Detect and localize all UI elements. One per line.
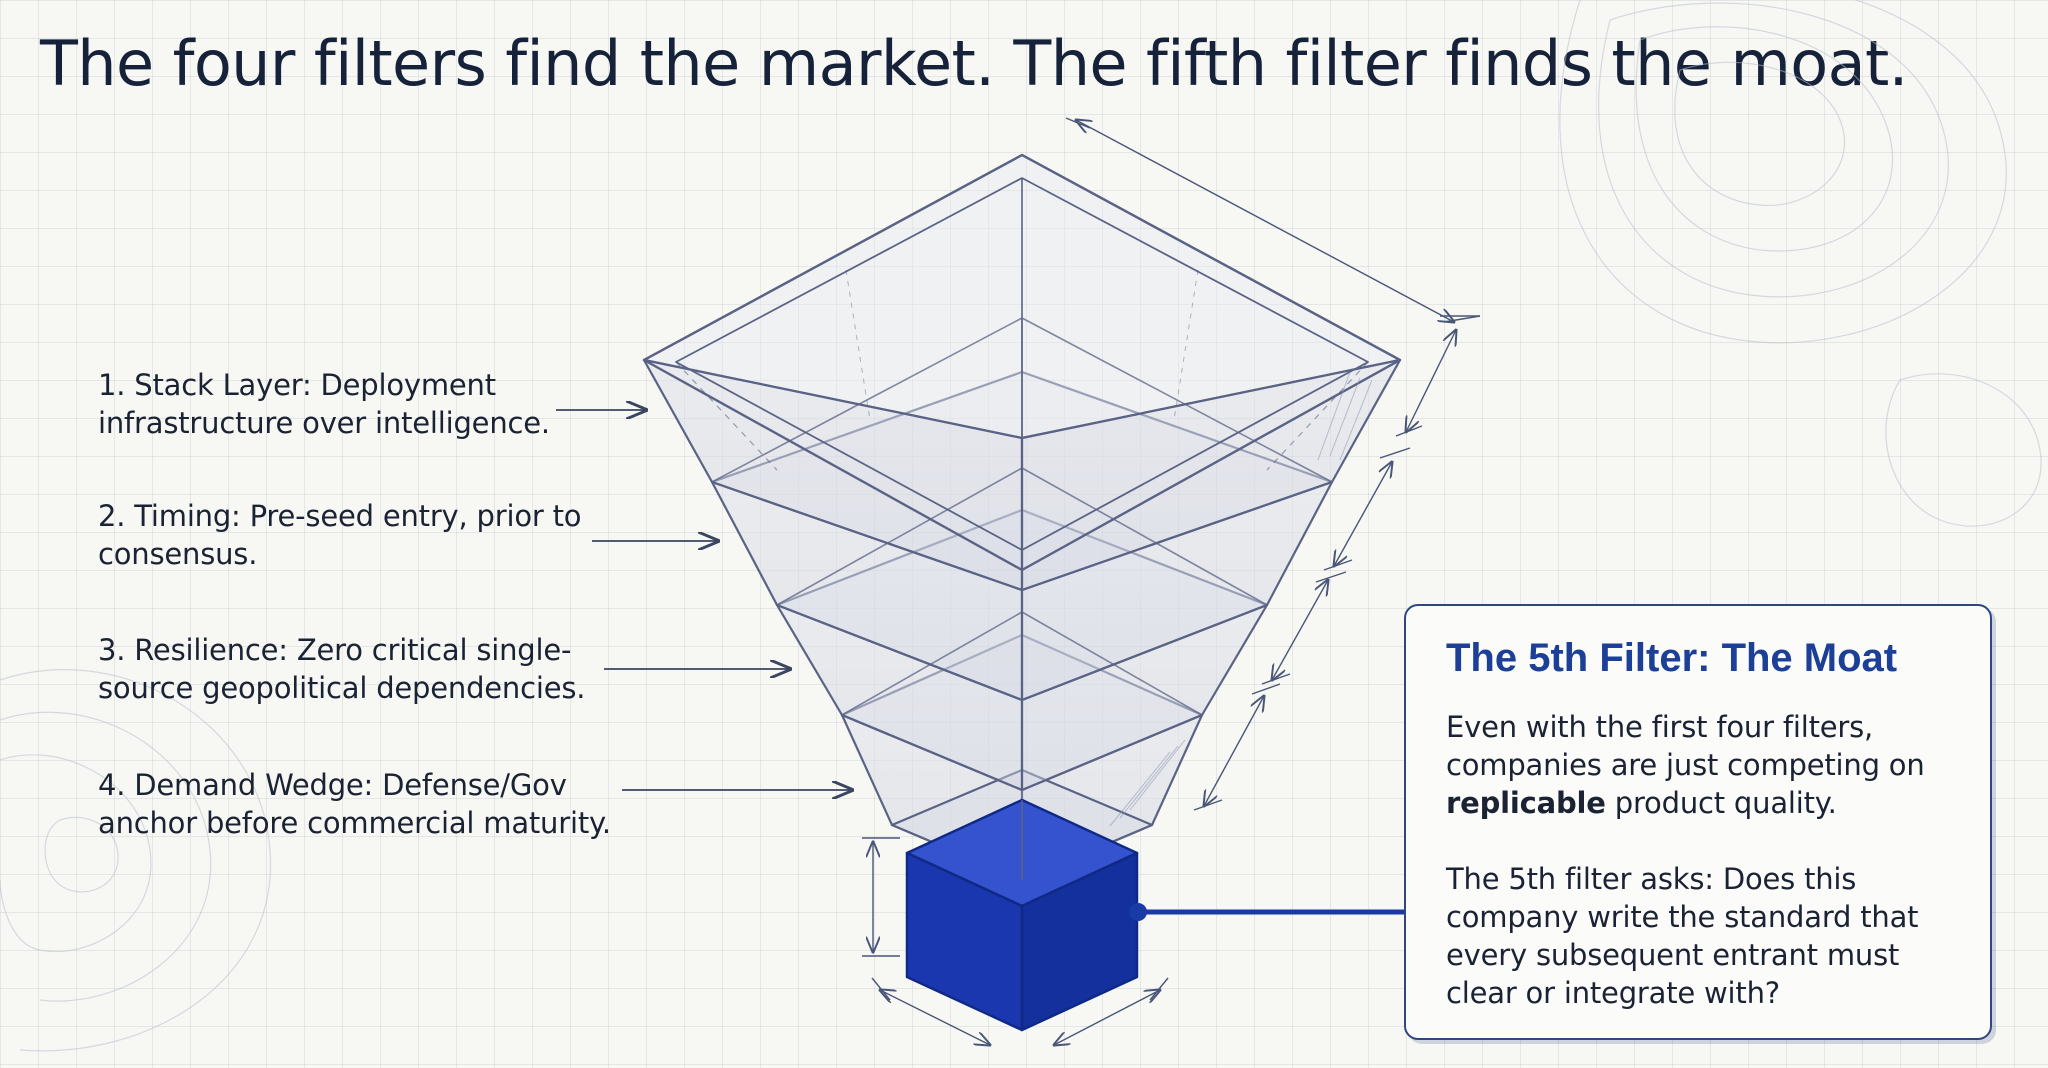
filter-4-label: 4. Demand Wedge: Defense/Gov anchor befo… (98, 768, 611, 840)
page-title: The four filters find the market. The fi… (40, 27, 1908, 100)
moat-card: The 5th Filter: The Moat Even with the f… (1404, 604, 1992, 1040)
moat-card-paragraph-2: The 5th filter asks: Does this company w… (1446, 862, 1919, 1010)
cube-card-connector (1129, 903, 1404, 921)
moat-card-text-end: product quality. (1605, 786, 1837, 820)
dimension-lines (862, 117, 1481, 1045)
funnel-tier-1 (642, 153, 1402, 592)
filter-2-label: 2. Timing: Pre-seed entry, prior to cons… (98, 499, 582, 571)
moat-card-emphasis: replicable (1446, 786, 1606, 820)
filter-3-label: 3. Resilience: Zero critical single-sour… (98, 633, 586, 705)
filter-1-label: 1. Stack Layer: Deployment infrastructur… (98, 368, 550, 440)
moat-card-paragraph-1: Even with the first four filters, compan… (1446, 708, 1954, 822)
moat-cube (905, 798, 1139, 1032)
moat-card-text: Even with the first four filters, compan… (1446, 710, 1925, 782)
label-arrows (556, 410, 852, 790)
funnel (642, 153, 1402, 882)
moat-card-title: The 5th Filter: The Moat (1446, 636, 1898, 680)
